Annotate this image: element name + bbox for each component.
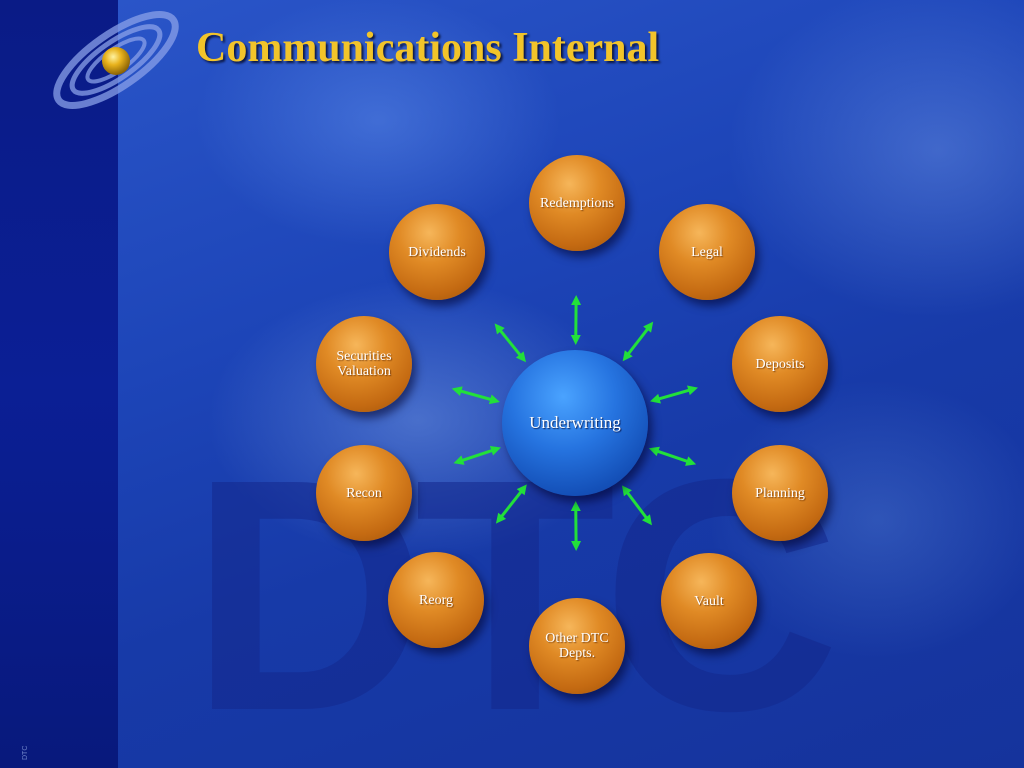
arrow-legal	[625, 325, 651, 358]
node-deposits: Deposits	[732, 316, 828, 412]
node-recon: Recon	[316, 445, 412, 541]
footer-text: DTC	[22, 745, 29, 760]
node-dividends: Dividends	[389, 204, 485, 300]
node-legal: Legal	[659, 204, 755, 300]
arrowhead-outer-dividends	[494, 323, 505, 335]
arrow-dividends	[497, 327, 524, 359]
arrow-recon	[458, 448, 496, 463]
arrowhead-inner-redemptions	[570, 334, 581, 346]
arrowhead-inner-securities-valuation	[488, 394, 500, 405]
arrowhead-inner-legal	[622, 350, 633, 362]
node-redemptions: Redemptions	[529, 155, 625, 251]
node-securities-valuation: Securities Valuation	[316, 316, 412, 412]
arrowhead-outer-other-dtc-depts	[571, 540, 582, 551]
node-vault: Vault	[661, 553, 757, 649]
arrowhead-outer-recon	[453, 455, 465, 465]
arrowhead-inner-deposits	[649, 393, 661, 404]
arrowhead-inner-reorg	[516, 484, 527, 496]
arrowhead-inner-dividends	[515, 351, 527, 363]
arrowhead-outer-reorg	[495, 512, 507, 524]
arrowhead-outer-redemptions	[571, 295, 582, 306]
arrowhead-outer-securities-valuation	[451, 386, 463, 397]
arrow-deposits	[655, 387, 693, 402]
node-other-dtc-depts: Other DTC Depts.	[529, 598, 625, 694]
arrow-planning	[654, 448, 691, 464]
arrowhead-inner-vault	[621, 485, 632, 497]
left-sidebar-band	[0, 0, 118, 768]
arrowhead-inner-other-dtc-depts	[570, 500, 581, 512]
arrow-reorg	[498, 488, 525, 520]
node-reorg: Reorg	[388, 552, 484, 648]
slide-title: Communications Internal	[196, 25, 660, 71]
node-underwriting: Underwriting	[502, 350, 648, 496]
arrowhead-inner-planning	[648, 446, 660, 457]
arrow-vault	[624, 489, 650, 522]
arrowhead-outer-vault	[641, 514, 652, 526]
arrow-securities-valuation	[457, 388, 495, 402]
orbit-logo-icon	[53, 11, 179, 109]
arrowhead-inner-recon	[489, 445, 501, 456]
arrowhead-outer-planning	[685, 456, 697, 466]
arrowhead-outer-legal	[643, 321, 654, 333]
node-planning: Planning	[732, 445, 828, 541]
arrowhead-outer-deposits	[687, 385, 699, 396]
